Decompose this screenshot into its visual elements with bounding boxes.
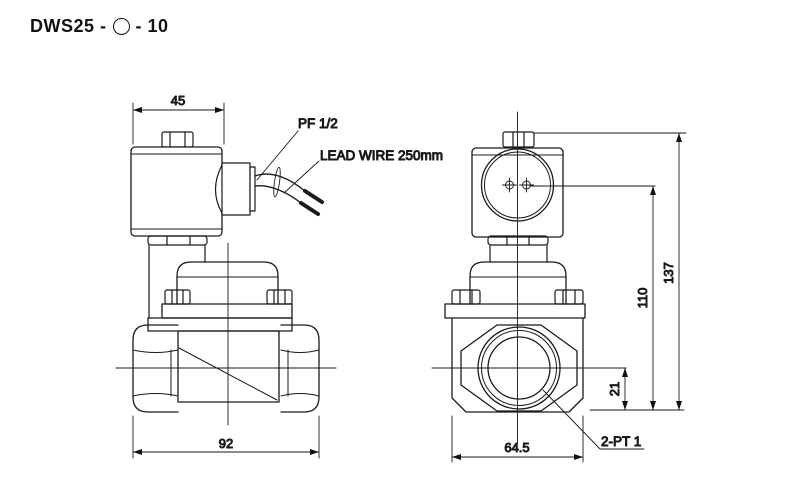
wire-tip bbox=[299, 201, 320, 216]
conduit-connector bbox=[214, 162, 256, 216]
front-bonnet-dome bbox=[469, 261, 567, 305]
model-number-suffix: - 10 bbox=[135, 16, 169, 36]
front-armature-nut bbox=[487, 235, 549, 263]
wire-tip bbox=[303, 189, 324, 204]
side-view-centerlines bbox=[115, 242, 337, 426]
outlet-port-hex bbox=[280, 324, 320, 413]
conduit-thread-label: PF 1/2 bbox=[298, 116, 338, 131]
dimension-top-width bbox=[132, 102, 225, 145]
front-view: 21 110 137 64.5 2-PT 1 bbox=[431, 111, 687, 463]
wire-clamp bbox=[273, 166, 281, 198]
dimension-bottom-width bbox=[132, 415, 320, 459]
valve-body-chamber bbox=[177, 330, 280, 403]
dim-64-5-label: 64.5 bbox=[504, 440, 529, 455]
dim-110-label: 110 bbox=[635, 288, 650, 309]
dimension-center-offset bbox=[622, 367, 628, 411]
inlet-port-hex bbox=[132, 324, 179, 413]
lead-wires bbox=[254, 166, 324, 216]
front-view-centerlines bbox=[431, 111, 627, 444]
callout-pipe-ports bbox=[542, 389, 645, 450]
callout-lead-wire bbox=[283, 160, 320, 194]
terminal-screws bbox=[502, 177, 534, 193]
model-number-title: DWS25 - - 10 bbox=[30, 16, 169, 37]
armature-tube bbox=[148, 244, 206, 319]
side-view: 45 bbox=[115, 93, 444, 459]
dimension-front-width bbox=[451, 415, 584, 463]
lead-wire-label: LEAD WIRE 250mm bbox=[320, 148, 443, 163]
top-hex-nut bbox=[161, 131, 194, 148]
bonnet-flange bbox=[147, 303, 293, 332]
dim-92-label: 92 bbox=[219, 436, 233, 451]
front-bonnet-flange bbox=[444, 303, 586, 319]
armature-nut bbox=[147, 235, 208, 246]
coil-body bbox=[130, 146, 223, 237]
callout-conduit-thread bbox=[256, 130, 299, 181]
bonnet-bolts bbox=[164, 289, 293, 305]
front-top-hex-nut bbox=[502, 131, 535, 148]
port-boss-octagon bbox=[460, 324, 578, 412]
model-number-prefix: DWS25 - bbox=[30, 16, 107, 36]
dim-45-label: 45 bbox=[171, 93, 185, 108]
dim-137-label: 137 bbox=[661, 262, 676, 284]
model-option-circle-icon bbox=[112, 18, 130, 35]
dimension-screw-height bbox=[650, 185, 656, 411]
dimension-total-height bbox=[676, 132, 682, 411]
bonnet-dome bbox=[176, 261, 279, 305]
dim-21-label: 21 bbox=[607, 382, 622, 396]
reference-lines bbox=[529, 132, 687, 411]
pipe-ports-label: 2-PT 1 bbox=[601, 434, 641, 449]
